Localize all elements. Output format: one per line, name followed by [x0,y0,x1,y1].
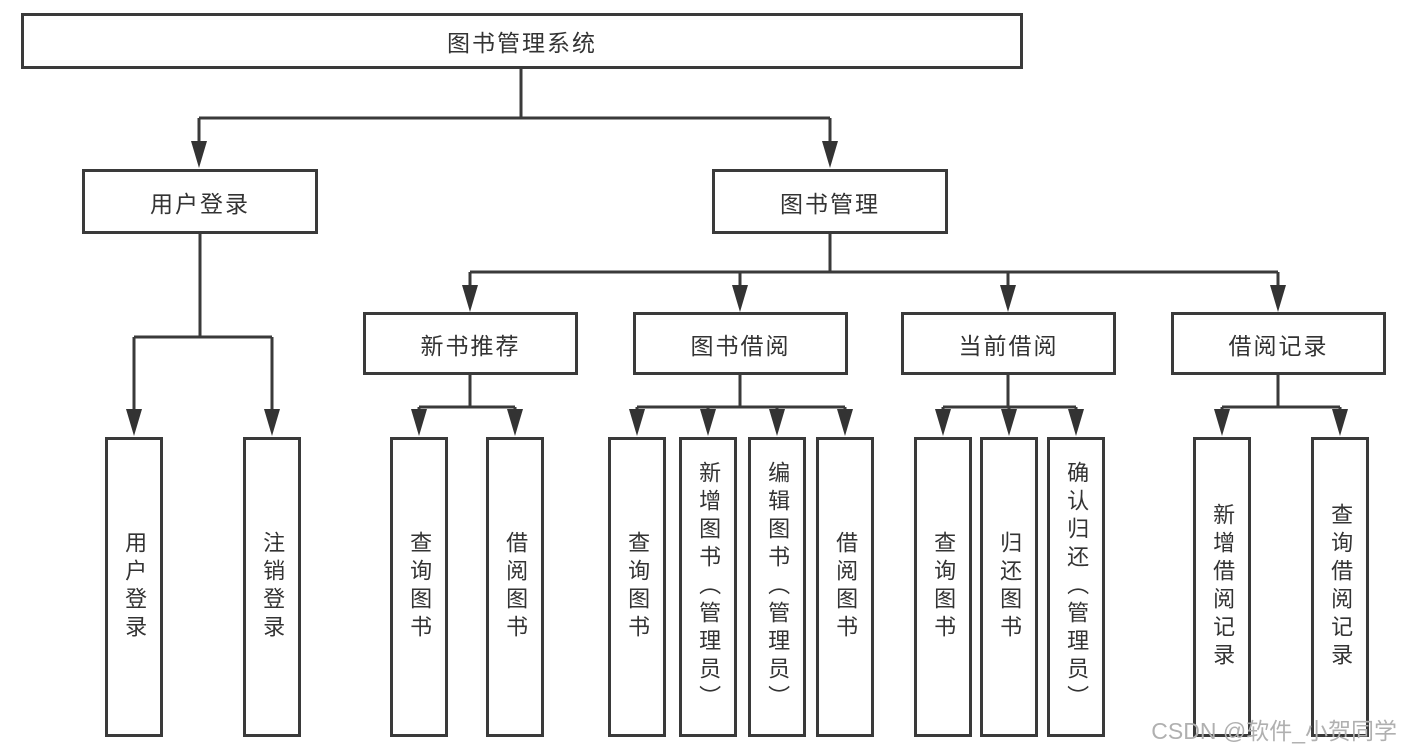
node-label: 新书推荐 [420,332,521,359]
node-user-login: 用户登录 [82,169,318,234]
node-label: 编辑图书（管理员） [765,461,791,713]
node-label: 借阅图书 [503,531,529,643]
leaf-logout: 注销登录 [243,437,301,737]
arrowheads [126,141,1348,436]
node-book-management: 图书管理 [712,169,948,234]
node-label: 图书管理系统 [447,30,597,56]
node-label: 用户登录 [122,531,148,643]
leaf-user-login: 用户登录 [105,437,163,737]
node-label: 确认归还（管理员） [1064,461,1090,713]
node-current-borrowing: 当前借阅 [901,312,1116,375]
node-borrowing-records: 借阅记录 [1171,312,1386,375]
connector-lines [132,69,1342,412]
leaf-add-borrowing-record: 新增借阅记录 [1193,437,1251,737]
leaf-confirm-return-admin: 确认归还（管理员） [1047,437,1105,737]
leaf-add-books-admin: 新增图书（管理员） [679,437,737,737]
leaf-search-books-current: 查询图书 [914,437,972,737]
node-label: 查询图书 [931,531,957,643]
node-label: 新增图书（管理员） [696,461,722,713]
leaf-search-books-recommendation: 查询图书 [390,437,448,737]
node-label: 查询借阅记录 [1328,503,1354,671]
node-book-borrowing: 图书借阅 [633,312,848,375]
node-label: 查询图书 [407,531,433,643]
node-label: 归还图书 [997,531,1023,643]
leaf-return-books: 归还图书 [980,437,1038,737]
leaf-edit-books-admin: 编辑图书（管理员） [748,437,806,737]
node-label: 借阅记录 [1228,332,1329,359]
node-label: 新增借阅记录 [1210,503,1236,671]
leaf-search-books-borrowing: 查询图书 [608,437,666,737]
node-label: 借阅图书 [833,531,859,643]
node-label: 用户登录 [150,190,250,217]
node-label: 图书借阅 [690,332,791,359]
node-label: 图书管理 [780,190,880,217]
node-label: 注销登录 [260,531,286,643]
node-label: 查询图书 [625,531,651,643]
leaf-borrow-books-recommendation: 借阅图书 [486,437,544,737]
node-library-management-system: 图书管理系统 [21,13,1023,69]
node-new-book-recommendation: 新书推荐 [363,312,578,375]
leaf-search-borrowing-record: 查询借阅记录 [1311,437,1369,737]
node-label: 当前借阅 [958,332,1059,359]
csdn-watermark: CSDN @软件_小贺同学 [1151,718,1397,744]
leaf-borrow-books: 借阅图书 [816,437,874,737]
